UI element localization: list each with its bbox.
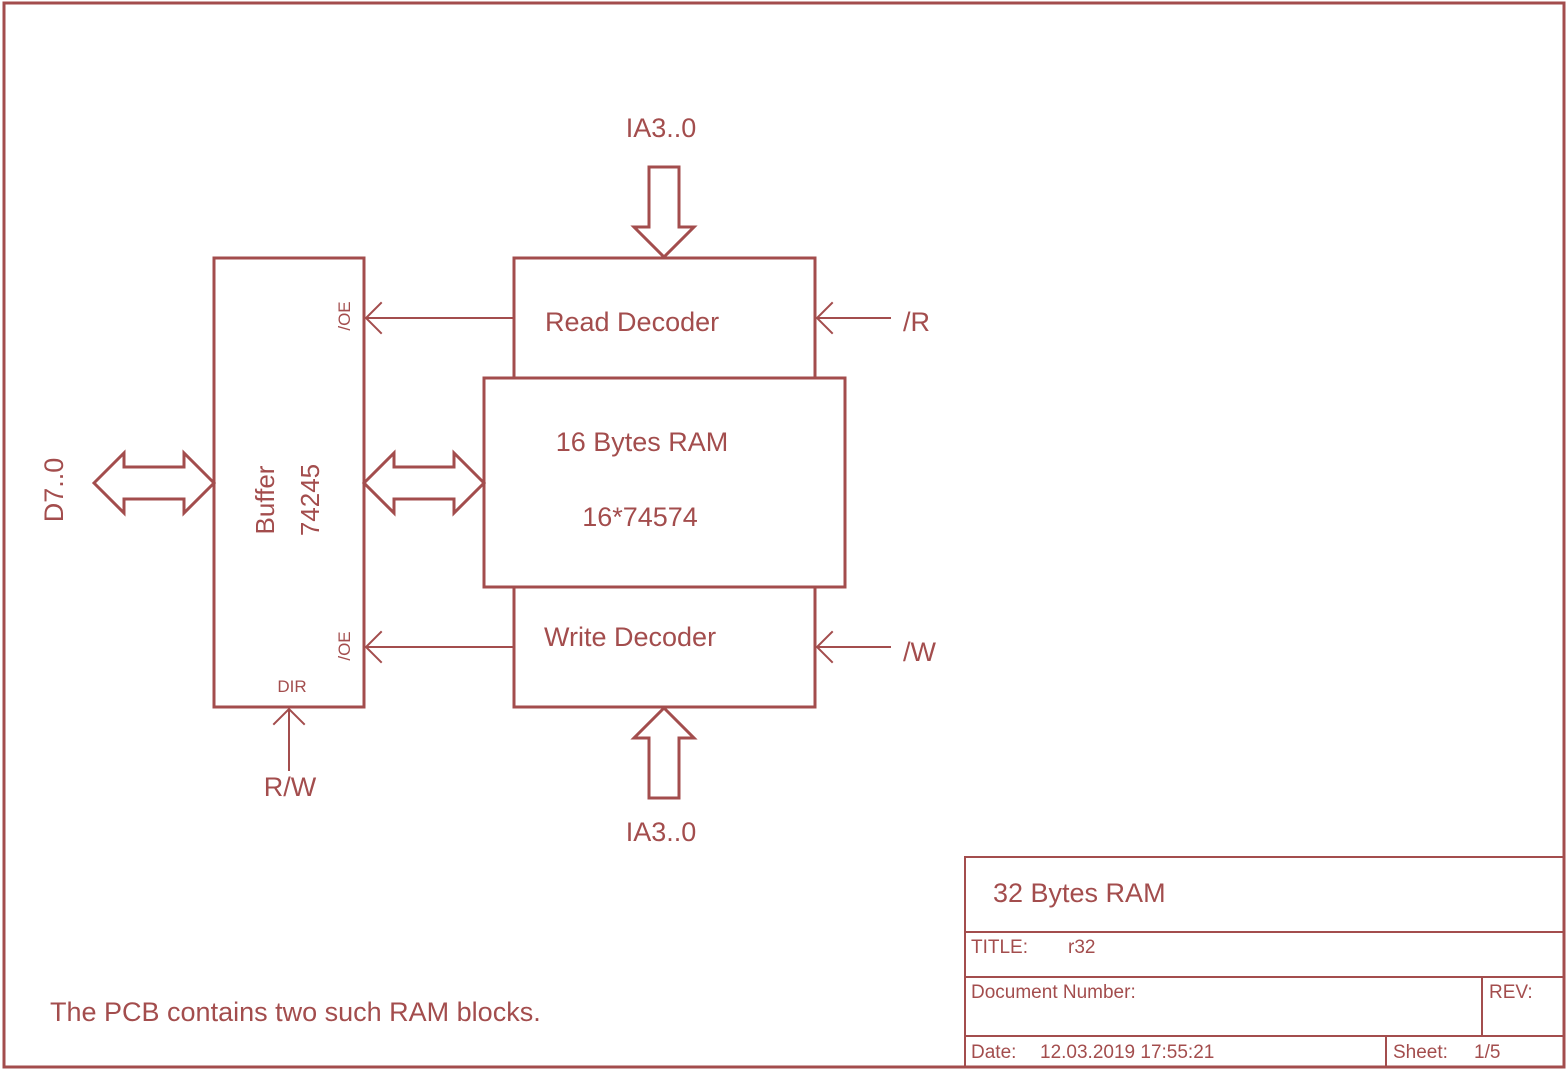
buffer-block[interactable]: Buffer 74245 /OE /OE DIR — [212, 256, 366, 709]
data-bus-arrow — [91, 449, 217, 517]
rev-label: REV: — [1489, 982, 1533, 1003]
buffer-name: Buffer — [250, 465, 280, 534]
buffer-pin-dir: DIR — [277, 677, 306, 696]
write-decoder-label: Write Decoder — [544, 622, 716, 652]
read-signal-label: /R — [903, 307, 930, 337]
title-label: TITLE: — [971, 937, 1028, 958]
read-signal — [815, 301, 891, 335]
read-decoder-block[interactable]: Read Decoder — [512, 256, 817, 380]
write-oe-signal — [364, 630, 515, 664]
title-block-heading: 32 Bytes RAM — [993, 878, 1166, 908]
ram-body — [482, 376, 847, 589]
write-signal — [815, 630, 891, 664]
buffer-part: 74245 — [295, 464, 325, 536]
write-decoder-block[interactable]: Write Decoder — [512, 585, 817, 709]
read-oe-signal — [364, 301, 515, 335]
rw-signal — [272, 707, 306, 771]
sheet-label: Sheet: — [1393, 1042, 1448, 1063]
buffer-pin-oe-bottom: /OE — [335, 631, 354, 660]
date-value: 12.03.2019 17:55:21 — [1040, 1042, 1214, 1063]
write-signal-label: /W — [903, 637, 937, 667]
title-block: 32 Bytes RAM TITLE: r32 Document Number:… — [964, 856, 1565, 1068]
address-bus-bottom-arrow — [630, 705, 698, 800]
read-decoder-label: Read Decoder — [545, 307, 719, 337]
rw-signal-label: R/W — [264, 772, 317, 802]
address-bus-top-label: IA3..0 — [626, 113, 697, 143]
ram-block[interactable]: 16 Bytes RAM 16*74574 — [482, 376, 847, 589]
ram-part: 16*74574 — [582, 502, 698, 532]
address-bus-top-arrow — [630, 165, 698, 260]
address-bus-bottom-label: IA3..0 — [626, 817, 697, 847]
data-bus-label: D7..0 — [39, 458, 69, 523]
buffer-pin-oe-top: /OE — [335, 301, 354, 330]
ram-label: 16 Bytes RAM — [556, 427, 729, 457]
sheet-value: 1/5 — [1474, 1042, 1500, 1063]
pcb-note: The PCB contains two such RAM blocks. — [50, 997, 541, 1027]
date-label: Date: — [971, 1042, 1016, 1063]
internal-bus-arrow — [361, 449, 487, 517]
title-value: r32 — [1068, 937, 1095, 958]
document-number-label: Document Number: — [971, 982, 1136, 1003]
